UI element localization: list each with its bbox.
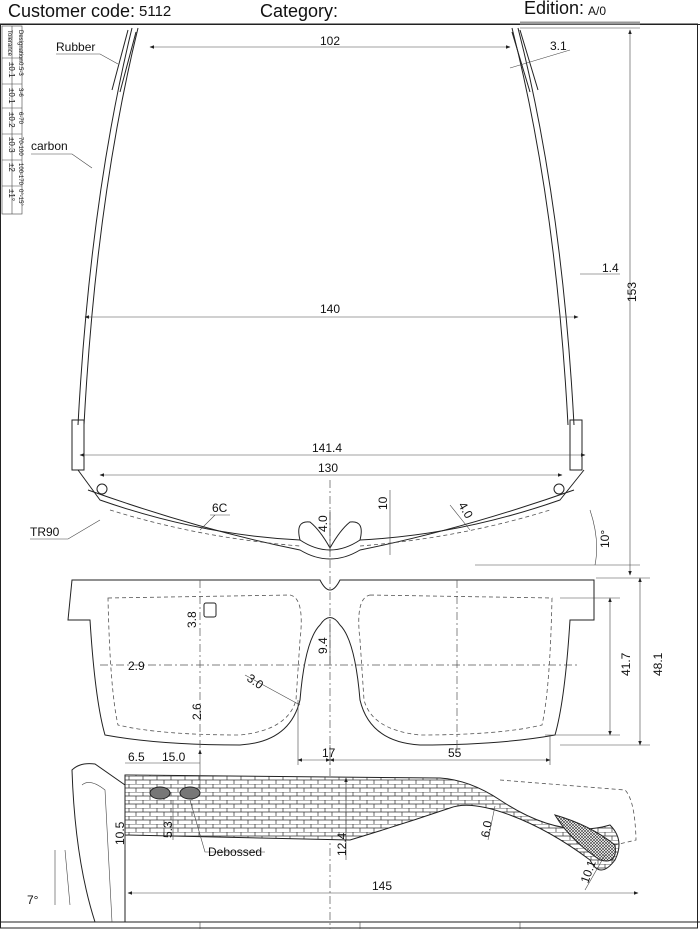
dim-17: 17 <box>322 746 336 760</box>
customer-code-label: Customer code: <box>8 1 136 21</box>
dim-7-deg: 7° <box>27 893 39 907</box>
right-hinge <box>569 419 583 471</box>
callout-6c: 6C <box>212 501 228 515</box>
callout-tr90: TR90 <box>30 525 60 539</box>
dim-6-5: 6.5 <box>128 750 145 764</box>
table-range: 0.5-3 <box>17 62 23 76</box>
left-hinge <box>71 419 85 471</box>
dim-4-0-bridge: 4.0 <box>316 515 330 532</box>
dim-10-5: 10.5 <box>113 821 127 845</box>
drawing-border <box>0 23 698 929</box>
title-header: Customer code: 5112 Category: Edition: A… <box>0 0 700 25</box>
right-temple <box>517 27 575 426</box>
category-label: Category: <box>260 1 339 21</box>
logo-mark <box>203 602 217 618</box>
dim-10-1: 10.1 <box>578 858 599 885</box>
table-range: 100-170 <box>17 163 23 186</box>
dim-2-6: 2.6 <box>190 703 204 720</box>
right-rubber-tip <box>511 29 539 93</box>
dim-10: 10 <box>376 496 390 510</box>
temple-carbon-pattern <box>124 774 620 871</box>
table-range: 70-100 <box>17 137 23 156</box>
front-frame-top <box>77 469 585 551</box>
table-tol: ±0.1 <box>7 62 16 78</box>
left-lens <box>107 594 302 736</box>
top-view: 102 3.1 1.4 140 153 141.4 130 10 4.0 4.0… <box>30 27 640 929</box>
dim-55: 55 <box>448 746 462 760</box>
dim-3-1: 3.1 <box>550 39 567 53</box>
dim-140: 140 <box>320 302 340 316</box>
dim-102: 102 <box>320 34 340 48</box>
dim-130: 130 <box>318 461 338 475</box>
dim-48-1: 48.1 <box>651 652 665 676</box>
dim-141-4: 141.4 <box>312 441 342 455</box>
nose-pads <box>298 521 362 549</box>
dim-5-3: 5.3 <box>161 821 175 838</box>
customer-code-value: 5112 <box>139 3 172 20</box>
callout-debossed: Debossed <box>208 845 262 859</box>
dim-4-0-front: 4.0 <box>455 500 476 522</box>
tolerance-header: Tolerance <box>6 30 12 57</box>
end-piece <box>71 763 126 923</box>
dim-1-4: 1.4 <box>602 261 619 275</box>
dim-145: 145 <box>372 879 392 893</box>
front-view: 3.8 9.4 2.9 3.0 2.6 17 55 41.7 48.1 <box>67 577 665 765</box>
callout-carbon: carbon <box>31 139 68 153</box>
table-tol: ±0.1 <box>7 88 16 104</box>
left-rubber-tip <box>111 29 137 93</box>
dim-2-9: 2.9 <box>128 659 145 673</box>
dim-9-4: 9.4 <box>316 637 330 654</box>
table-tol: ±2 <box>7 163 16 172</box>
table-tol: ±0.2 <box>7 112 16 128</box>
dim-41-7: 41.7 <box>619 652 633 676</box>
table-tol: ±1° <box>7 189 16 201</box>
frame-front-outline <box>67 579 595 746</box>
dim-10-deg: 10° <box>598 530 612 548</box>
side-view: 6.5 15.0 10.5 5.3 12.4 Debossed 6.0 10.1… <box>27 749 639 923</box>
edition-label: Edition: <box>524 0 585 18</box>
dim-3-0: 3.0 <box>244 671 266 692</box>
tolerance-table: Designation Tolerance 0.5-3 ±0.1 3-6 ±0.… <box>1 25 23 215</box>
debossed-logo-right <box>179 786 201 800</box>
dim-15-0: 15.0 <box>162 750 186 764</box>
dim-12-4: 12.4 <box>335 832 349 856</box>
edition-value: A/0 <box>588 4 607 18</box>
dim-153: 153 <box>625 282 639 302</box>
dim-3-8: 3.8 <box>185 611 199 628</box>
table-range: 6-70 <box>17 112 23 125</box>
table-range: 3-6 <box>17 88 23 97</box>
table-tol: ±0.3 <box>7 137 16 153</box>
callout-rubber: Rubber <box>56 40 95 54</box>
temple-tip-mesh <box>553 814 616 862</box>
left-temple <box>77 27 133 426</box>
dim-6-0: 6.0 <box>478 819 495 838</box>
designation-header: Designation <box>17 30 23 62</box>
debossed-logo-left <box>149 786 171 800</box>
table-range: 0°-15° <box>17 189 23 206</box>
right-lens <box>358 594 553 736</box>
